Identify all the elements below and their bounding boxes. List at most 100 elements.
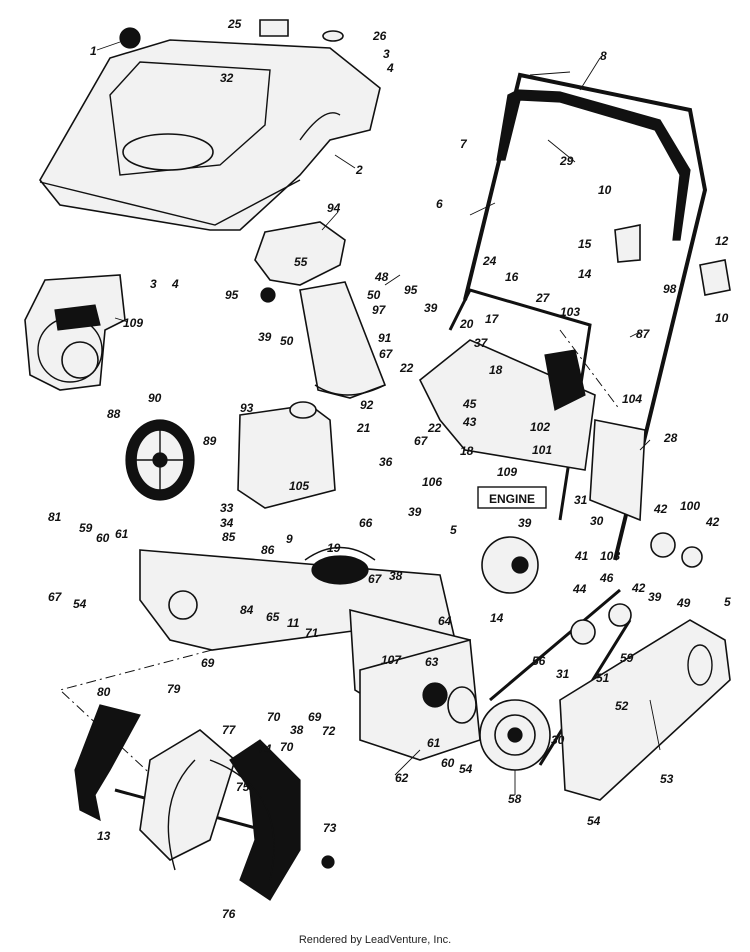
callout-106: 106 <box>422 475 442 489</box>
callout-4: 4 <box>386 61 394 75</box>
callout-34: 34 <box>220 516 234 530</box>
callout-42: 42 <box>653 502 668 516</box>
callout-64: 64 <box>438 614 452 628</box>
callout-45: 45 <box>462 397 477 411</box>
callout-95: 95 <box>225 288 239 302</box>
callout-102: 102 <box>530 420 550 434</box>
callout-2: 2 <box>355 163 363 177</box>
callout-67: 67 <box>48 590 63 604</box>
callout-14: 14 <box>490 611 504 625</box>
callout-10: 10 <box>715 311 729 325</box>
housing-cover <box>39 19 381 231</box>
callout-33: 33 <box>220 501 234 515</box>
callout-84: 84 <box>240 603 254 617</box>
callout-81: 81 <box>48 510 62 524</box>
callout-67: 67 <box>414 434 429 448</box>
callout-69: 69 <box>308 710 322 724</box>
callout-21: 21 <box>356 421 371 435</box>
callout-30: 30 <box>551 733 565 747</box>
callout-42: 42 <box>705 515 720 529</box>
callout-104: 104 <box>622 392 642 406</box>
callout-70: 70 <box>267 710 281 724</box>
callout-92: 92 <box>360 398 374 412</box>
callout-28: 28 <box>663 431 678 445</box>
callout-10: 10 <box>598 183 612 197</box>
footer-credit: Rendered by LeadVenture, Inc. <box>298 934 452 946</box>
callout-39: 39 <box>424 301 438 315</box>
callout-3: 3 <box>383 47 390 61</box>
callout-36: 36 <box>379 455 393 469</box>
callout-17: 17 <box>485 312 500 326</box>
callout-67: 67 <box>379 347 394 361</box>
callout-1: 1 <box>90 44 97 58</box>
callout-6: 6 <box>436 197 443 211</box>
callout-26: 26 <box>372 29 387 43</box>
callout-95: 95 <box>404 283 418 297</box>
callout-67: 67 <box>368 572 383 586</box>
callout-63: 63 <box>425 655 439 669</box>
callout-22: 22 <box>399 361 414 375</box>
callout-8: 8 <box>600 49 607 63</box>
callout-88: 88 <box>107 407 121 421</box>
callout-5: 5 <box>450 523 457 537</box>
callout-55: 55 <box>294 255 308 269</box>
callout-31: 31 <box>556 667 570 681</box>
callout-20: 20 <box>459 317 474 331</box>
callout-18: 18 <box>460 444 474 458</box>
callout-31: 31 <box>574 493 588 507</box>
callout-109: 109 <box>123 316 143 330</box>
auger-assembly <box>74 704 335 901</box>
callout-61: 61 <box>115 527 129 541</box>
callout-66: 66 <box>359 516 373 530</box>
callout-54: 54 <box>73 597 87 611</box>
callout-50: 50 <box>280 334 294 348</box>
callout-105: 105 <box>289 479 309 493</box>
callout-32: 32 <box>220 71 234 85</box>
callout-16: 16 <box>505 270 519 284</box>
callout-62: 62 <box>395 771 409 785</box>
callout-98: 98 <box>663 282 677 296</box>
callout-87: 87 <box>636 327 651 341</box>
callout-11: 11 <box>287 616 300 630</box>
callout-56: 56 <box>532 654 546 668</box>
callout-80: 80 <box>97 685 111 699</box>
callout-93: 93 <box>240 401 254 415</box>
callout-9: 9 <box>286 532 293 546</box>
callout-53: 53 <box>660 772 674 786</box>
callout-27: 27 <box>535 291 551 305</box>
callout-52: 52 <box>615 699 629 713</box>
callout-85: 85 <box>222 530 236 544</box>
callout-39: 39 <box>518 516 532 530</box>
callout-59: 59 <box>79 521 93 535</box>
callout-30: 30 <box>590 514 604 528</box>
callout-7: 7 <box>460 137 468 151</box>
callout-14: 14 <box>578 267 592 281</box>
callout-39: 39 <box>408 505 422 519</box>
callout-24: 24 <box>482 254 497 268</box>
callout-77: 77 <box>222 723 237 737</box>
callout-74: 74 <box>258 742 272 756</box>
callout-49: 49 <box>676 596 691 610</box>
callout-91: 91 <box>378 331 392 345</box>
callout-65: 65 <box>266 610 280 624</box>
callout-50: 50 <box>367 288 381 302</box>
leader-lines <box>96 41 661 795</box>
callout-72: 72 <box>322 724 336 738</box>
callout-70: 70 <box>280 740 294 754</box>
callout-37: 37 <box>474 336 489 350</box>
engine-drawing <box>24 274 126 391</box>
callout-25: 25 <box>227 17 242 31</box>
callout-103: 103 <box>560 305 580 319</box>
callout-43: 43 <box>462 415 477 429</box>
callout-94: 94 <box>327 201 341 215</box>
callout-61: 61 <box>427 736 441 750</box>
callout-89: 89 <box>203 434 217 448</box>
callout-38: 38 <box>389 569 403 583</box>
callout-15: 15 <box>578 237 592 251</box>
callout-76: 76 <box>222 907 236 921</box>
callout-60: 60 <box>441 756 455 770</box>
callout-109: 109 <box>497 465 517 479</box>
callout-71: 71 <box>305 626 319 640</box>
wheel <box>125 419 195 501</box>
callout-73: 73 <box>323 821 337 835</box>
